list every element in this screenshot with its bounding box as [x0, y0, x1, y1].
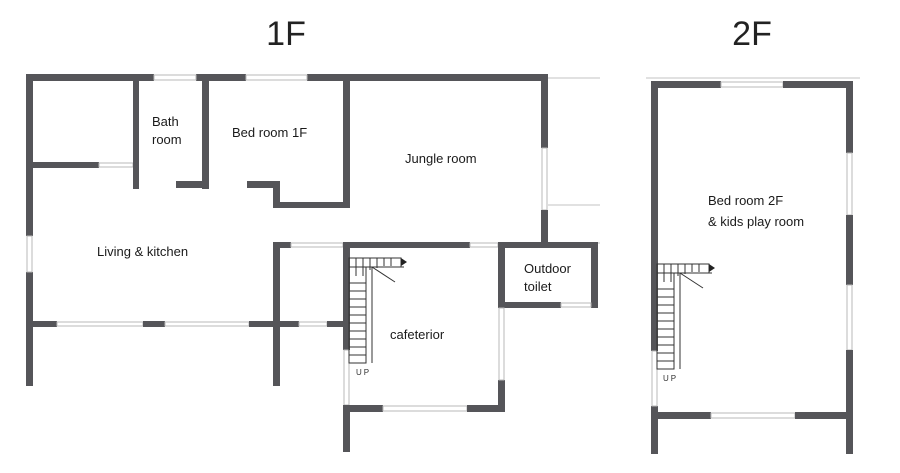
wall [541, 74, 548, 148]
wall [176, 181, 209, 188]
window [26, 235, 33, 273]
window [245, 74, 308, 81]
window [846, 152, 853, 216]
wall [795, 412, 853, 419]
window [382, 405, 468, 412]
window [560, 302, 592, 308]
stair-treads [355, 258, 392, 276]
wall [343, 242, 350, 306]
window [298, 321, 328, 327]
stair-arrow-icon [709, 264, 715, 272]
window [710, 412, 796, 419]
wall [498, 242, 598, 248]
wall [343, 306, 350, 350]
window [343, 349, 350, 406]
wall [498, 380, 505, 412]
window [153, 74, 197, 81]
wall [202, 81, 209, 189]
wall [591, 242, 598, 308]
wall [307, 74, 548, 81]
wall [273, 181, 280, 208]
stairs-2f: UP [656, 263, 715, 383]
window [541, 147, 548, 211]
room-label-jungle: Jungle room [405, 151, 477, 166]
stair-arrow-icon [401, 258, 407, 266]
wall [343, 242, 470, 248]
window [469, 242, 499, 248]
wall [33, 321, 57, 327]
wall [846, 215, 853, 285]
stair-up-label: UP [663, 374, 678, 383]
wall [498, 242, 505, 308]
stair-treads [349, 282, 366, 356]
room-label-bath-2: room [152, 132, 182, 147]
wall [249, 321, 299, 327]
wall [26, 272, 33, 386]
wall [783, 81, 853, 88]
wall [846, 350, 853, 454]
floor-title-1f: 1F [266, 15, 306, 53]
wall [343, 81, 350, 208]
window [720, 81, 784, 88]
room-label-bedroom-2f-2: & kids play room [708, 214, 804, 229]
window [846, 284, 853, 351]
wall [273, 202, 350, 208]
second-floor-plan: UP Bed room 2F & kids play room [646, 77, 860, 454]
wall [651, 81, 658, 351]
window [290, 242, 344, 248]
floor-title-2f: 2F [732, 15, 772, 53]
stair-up-label: UP [356, 368, 371, 377]
stair-landing [656, 263, 710, 274]
wall [651, 81, 721, 88]
room-label-bath-1: Bath [152, 114, 179, 129]
wall [273, 242, 291, 248]
wall [26, 74, 33, 236]
room-label-living: Living & kitchen [97, 244, 188, 259]
wall [327, 321, 343, 327]
stairs-1f: UP [348, 257, 407, 377]
stair-landing [348, 257, 402, 268]
room-label-outdoor-1: Outdoor [524, 261, 572, 276]
stair-edge [679, 272, 704, 289]
window [56, 321, 144, 327]
stair-edge [371, 266, 396, 283]
room-label-bedroom-1f: Bed room 1F [232, 125, 307, 140]
window [651, 350, 658, 407]
stair-treads [657, 288, 674, 362]
wall [33, 162, 99, 168]
wall [846, 81, 853, 153]
wall [343, 405, 350, 452]
wall [247, 181, 280, 188]
window [498, 307, 505, 381]
wall [26, 74, 154, 81]
wall [273, 242, 280, 386]
wall [343, 405, 383, 412]
wall [467, 405, 505, 412]
first-floor-plan: UP Bath room Bed room 1F Jungle room Liv… [26, 74, 600, 452]
wall [498, 302, 561, 308]
stair-treads [663, 264, 700, 282]
room-label-outdoor-2: toilet [524, 279, 552, 294]
wall [143, 321, 165, 327]
window [98, 162, 134, 168]
wall [651, 406, 658, 454]
wall [541, 210, 548, 243]
window [164, 321, 250, 327]
room-label-cafeterior: cafeterior [390, 327, 445, 342]
wall [196, 74, 246, 81]
wall [651, 412, 711, 419]
room-label-bedroom-2f-1: Bed room 2F [708, 193, 783, 208]
wall [133, 81, 139, 189]
